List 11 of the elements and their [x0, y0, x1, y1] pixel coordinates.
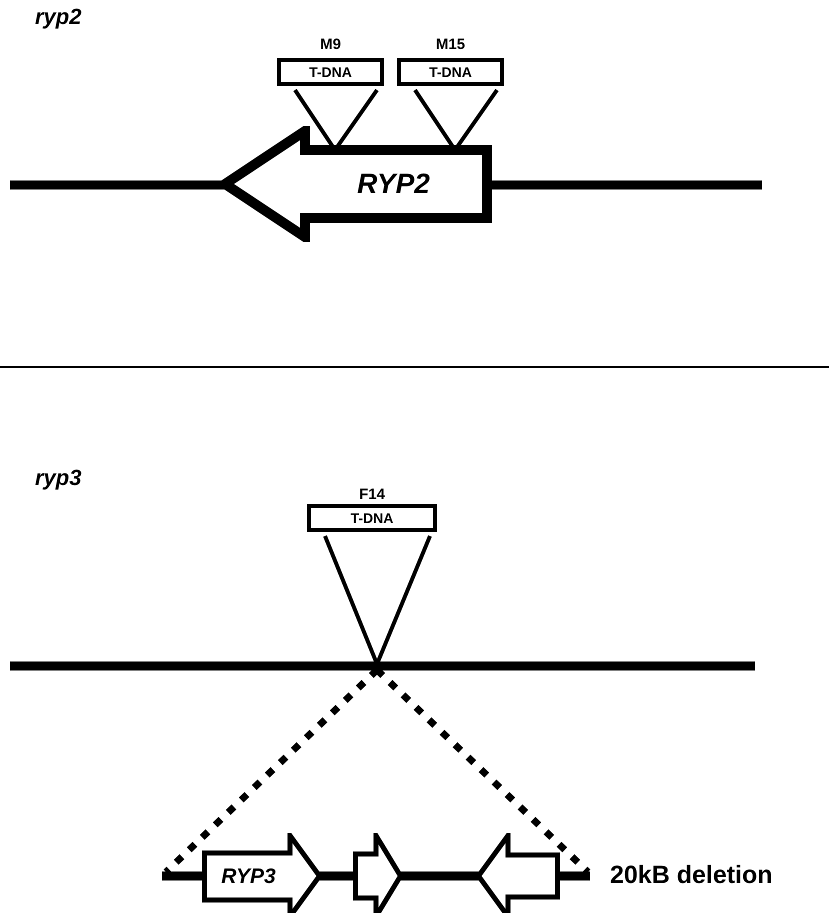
insertion-line-name: M9 [319, 36, 342, 54]
deletion-label: 20kB deletion [610, 861, 773, 890]
mutant-name: ryp3 [35, 465, 82, 491]
gene-name: RYP2 [356, 167, 431, 201]
t-dna-box: T-DNA [397, 58, 504, 86]
mutant-name: ryp2 [35, 4, 82, 30]
t-dna-box: T-DNA [307, 504, 437, 532]
insertion-line-name: M15 [434, 36, 466, 54]
insertion-line-name: F14 [358, 486, 386, 504]
gene-name: RYP3 [220, 864, 277, 890]
t-dna-box: T-DNA [277, 58, 384, 86]
